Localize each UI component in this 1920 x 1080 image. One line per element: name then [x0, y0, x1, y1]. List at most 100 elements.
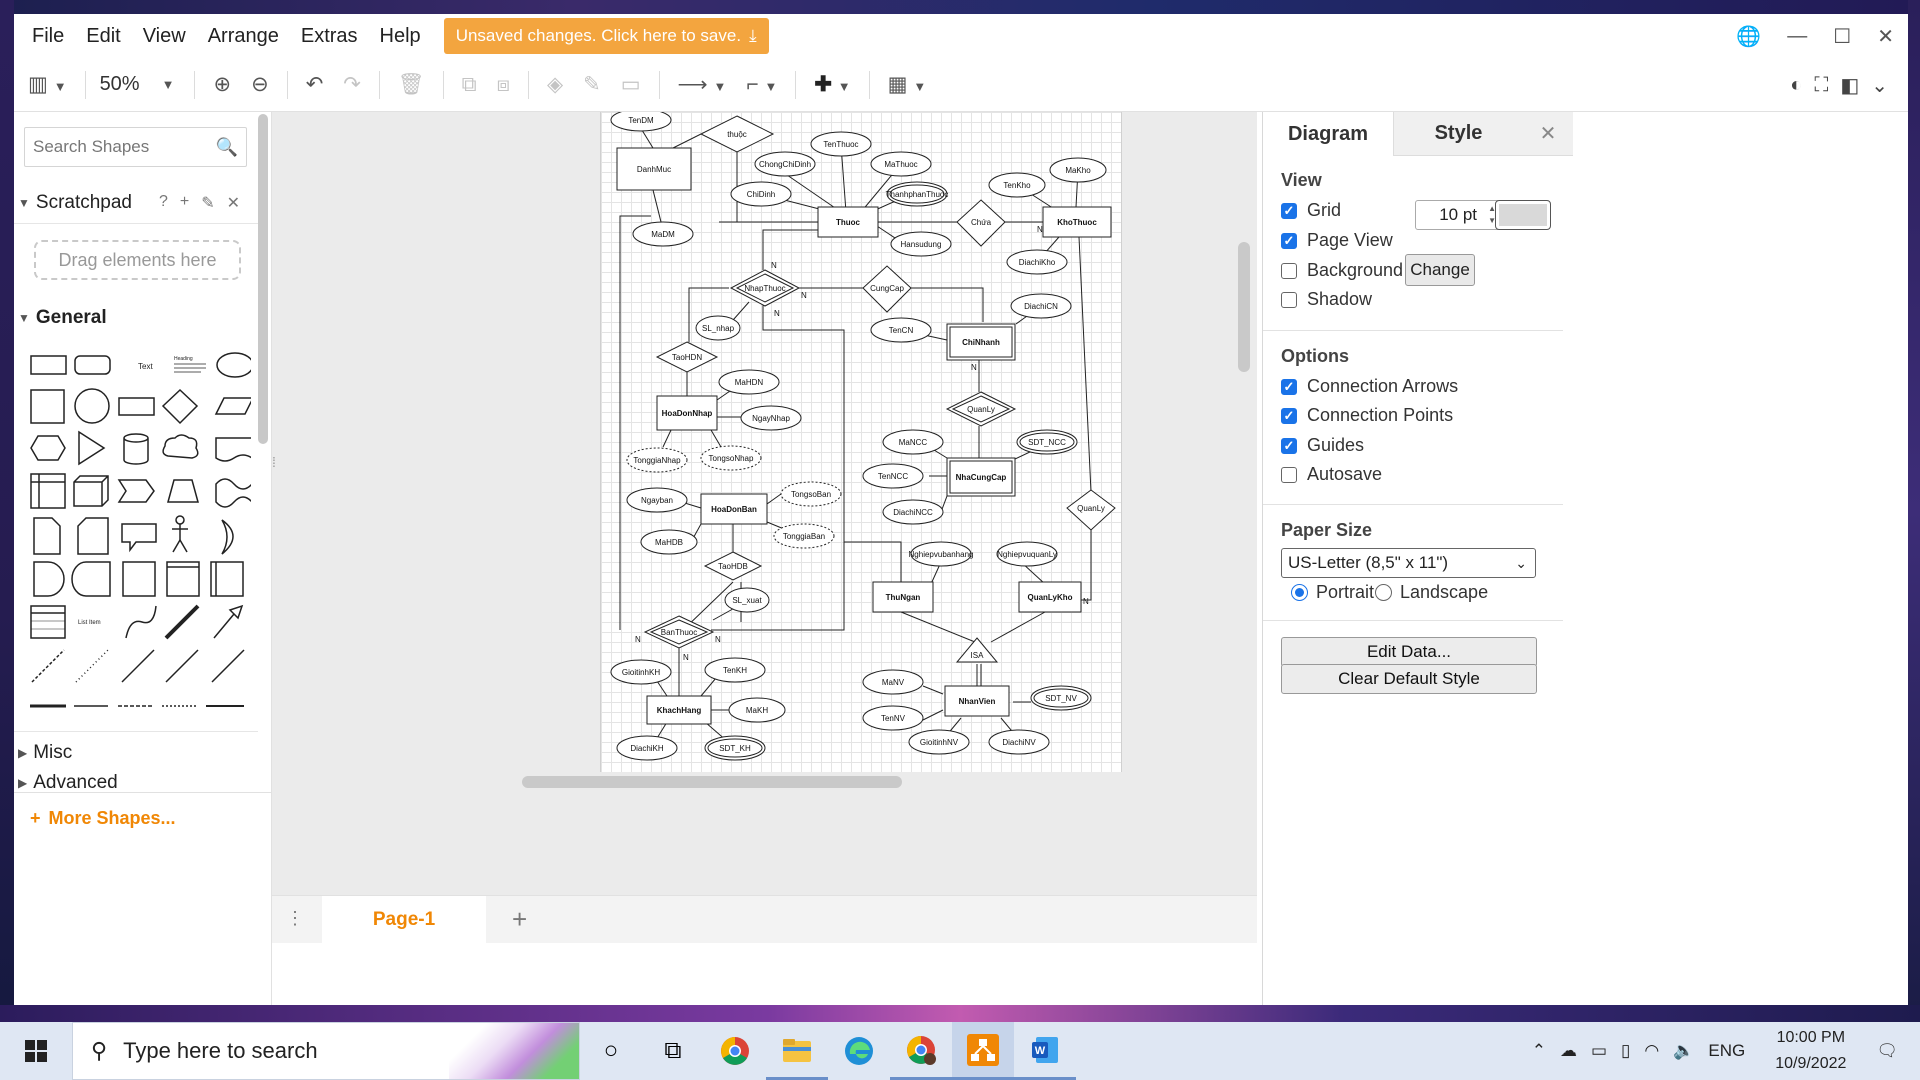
diagram-page[interactable]: DanhMuc Thuoc KhoThuoc ChiNhanh HoaDonNh…	[600, 112, 1122, 772]
sidebar-splitter[interactable]: ⁞	[272, 454, 276, 470]
taskbar-search[interactable]: ⚲ Type here to search	[72, 1022, 580, 1080]
shadow-icon[interactable]: ▭	[620, 73, 641, 96]
entity-hoadonban[interactable]	[700, 493, 768, 525]
grid-checkbox[interactable]: ✓	[1281, 202, 1297, 219]
landscape-option[interactable]: Landscape	[1375, 582, 1488, 603]
attr-tenkh[interactable]	[704, 657, 766, 683]
device-icon[interactable]: ▯	[1621, 1041, 1631, 1060]
attr-mahdb[interactable]	[640, 529, 698, 555]
search-input[interactable]	[33, 137, 213, 157]
frame-shape[interactable]	[166, 561, 200, 597]
internal-storage-shape[interactable]	[30, 473, 66, 509]
relation-nhapthuoc[interactable]	[729, 269, 801, 307]
language-indicator[interactable]: ENG	[1708, 1041, 1746, 1060]
attr-gioitinhkh[interactable]	[610, 659, 672, 685]
attr-tennv[interactable]	[862, 705, 924, 731]
add-page-icon[interactable]: +	[512, 904, 528, 934]
dashed-line-shape[interactable]	[31, 649, 65, 683]
grid-option[interactable]: ✓ Grid	[1281, 200, 1341, 221]
landscape-radio[interactable]	[1375, 584, 1392, 601]
process-shape[interactable]	[118, 397, 155, 416]
tape-shape[interactable]	[215, 478, 251, 508]
attr-ngaynhap[interactable]	[740, 405, 802, 431]
chrome-profile-icon[interactable]	[890, 1022, 952, 1080]
bidirectional-line-shape[interactable]	[165, 649, 199, 683]
sidebar-scrollbar[interactable]	[258, 114, 268, 444]
hexagon-shape[interactable]	[30, 435, 66, 461]
entity-nhanvien[interactable]	[944, 685, 1010, 717]
attr-hansudung[interactable]	[890, 231, 952, 257]
rounded-rectangle-shape[interactable]	[74, 355, 111, 375]
diamond-shape[interactable]	[161, 388, 199, 425]
menu-file[interactable]: File	[32, 24, 65, 47]
delay-shape[interactable]	[33, 561, 65, 597]
shadow-checkbox[interactable]	[1281, 291, 1297, 308]
connection-arrows-option[interactable]: ✓ Connection Arrows	[1281, 376, 1458, 397]
undo-icon[interactable]: ↶	[305, 73, 324, 96]
triangle-shape[interactable]	[78, 430, 106, 466]
table-icon[interactable]: ▦ ▼	[887, 73, 927, 96]
stored-data-shape[interactable]	[71, 561, 111, 597]
attr-makh[interactable]	[728, 697, 786, 723]
attr-diachikh[interactable]	[616, 735, 678, 761]
zoom-dropdown[interactable]: 50% ▼	[94, 73, 187, 96]
delete-icon[interactable]: 🗑	[397, 72, 425, 96]
globe-icon[interactable]: 🌐	[1736, 25, 1762, 48]
page-view-checkbox[interactable]: ✓	[1281, 232, 1297, 249]
relation-taohdb[interactable]	[703, 551, 763, 581]
entity-khachhang[interactable]	[646, 695, 712, 725]
search-icon[interactable]: 🔍	[215, 136, 238, 157]
circle-shape[interactable]	[74, 388, 110, 424]
task-view-icon[interactable]: ⧉	[664, 1037, 682, 1064]
chevron-up-icon[interactable]: ⌃	[1531, 1041, 1546, 1060]
add-icon[interactable]: +	[179, 192, 190, 210]
entity-khothuoc[interactable]	[1042, 206, 1112, 238]
attr-gioitinhnv[interactable]	[908, 729, 970, 755]
square-alt-shape[interactable]	[122, 561, 156, 597]
attr-mancc[interactable]	[882, 429, 944, 455]
portrait-option[interactable]: Portrait	[1291, 582, 1374, 603]
spinner-icon[interactable]: ▲▼	[1488, 204, 1496, 225]
chrome-icon[interactable]	[704, 1022, 766, 1080]
tab-style[interactable]: Style	[1393, 112, 1523, 156]
insert-icon[interactable]: ✚ ▼	[814, 73, 851, 96]
page-view-option[interactable]: ✓ Page View	[1281, 230, 1393, 251]
vertical-scrollbar[interactable]	[1238, 242, 1250, 372]
or-shape[interactable]	[221, 519, 234, 555]
actor-shape[interactable]	[172, 515, 188, 553]
entity-chinhanh[interactable]	[946, 323, 1016, 361]
note-shape[interactable]	[33, 517, 61, 555]
zoom-out-icon[interactable]: ⊖	[251, 73, 269, 96]
dotted-line-shape[interactable]	[75, 649, 109, 683]
trapezoid-shape[interactable]	[167, 479, 199, 503]
attr-nghiepvubanhang[interactable]	[910, 541, 972, 567]
entity-quanlykho[interactable]	[1018, 581, 1082, 613]
battery-icon[interactable]: ▭	[1590, 1041, 1607, 1060]
attr-tongsoban[interactable]	[780, 481, 842, 507]
format-panel-icon[interactable]: ▥ ▼	[28, 73, 67, 96]
waypoints-icon[interactable]: ⌐ ▼	[746, 72, 778, 96]
to-back-icon[interactable]: ⧈	[496, 72, 510, 96]
close-panel-icon[interactable]: ✕	[1523, 112, 1573, 156]
maximize-icon[interactable]: ☐	[1833, 25, 1852, 48]
relation-cungcap[interactable]	[862, 265, 912, 313]
attr-sdt-kh[interactable]	[704, 735, 766, 761]
connection-points-option[interactable]: ✓ Connection Points	[1281, 405, 1453, 426]
guides-checkbox[interactable]: ✓	[1281, 437, 1297, 454]
format-toggle-icon[interactable]: ◧	[1840, 74, 1860, 97]
attr-tenkho[interactable]	[988, 172, 1046, 198]
entity-thuoc[interactable]	[817, 206, 879, 238]
attr-ngayban[interactable]	[626, 487, 688, 513]
clear-default-style-button[interactable]: Clear Default Style	[1281, 664, 1537, 694]
attr-sdt-nv[interactable]	[1030, 685, 1092, 711]
relation-thuoc[interactable]	[699, 115, 775, 153]
advanced-header[interactable]: ▶ Advanced	[14, 773, 258, 793]
attr-tonggiaban[interactable]	[773, 523, 835, 549]
attr-diachinv[interactable]	[988, 729, 1050, 755]
connection-icon[interactable]: ⟶ ▼	[677, 73, 727, 96]
collapse-icon[interactable]: ⌄	[1871, 74, 1888, 97]
more-shapes-button[interactable]: + More Shapes...	[14, 792, 272, 844]
relation-quanly1[interactable]	[945, 391, 1017, 427]
attr-sl-xuat[interactable]	[724, 587, 770, 613]
double-arrow-shape[interactable]	[164, 604, 200, 640]
